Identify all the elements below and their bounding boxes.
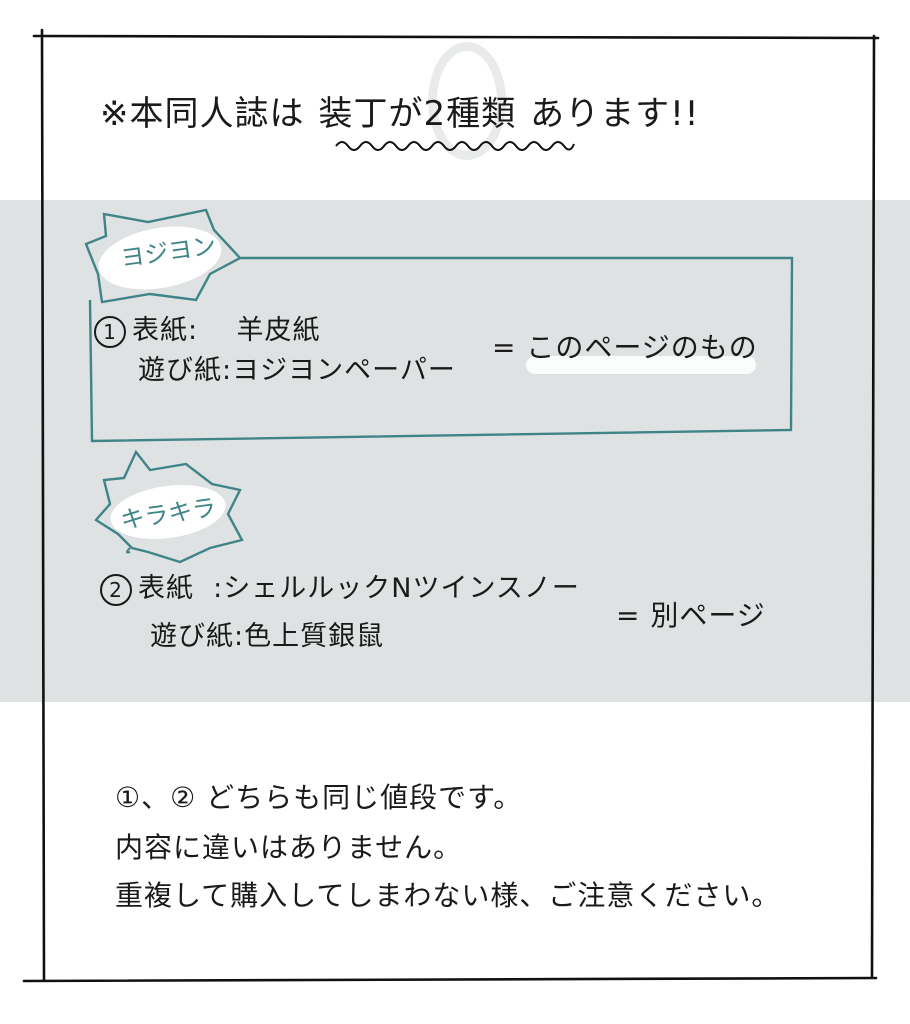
title-emphasis: 装丁が2種類: [318, 94, 517, 134]
note-same-content: 内容に違いはありません。: [115, 831, 463, 864]
variant2-endpaper: 遊び紙:色上質銀鼠: [150, 614, 384, 653]
variant1-endpaper: 遊び紙:ヨジヨンペーパー: [138, 348, 456, 387]
number-circle-2: 2: [100, 573, 132, 606]
note-avoid-duplicate: 重複して購入してしまわない様、ご注意ください。: [115, 879, 781, 912]
endpaper-label: 遊び紙:: [150, 621, 245, 652]
page-title: ※本同人誌は装丁が2種類あります!!: [100, 86, 699, 135]
variant1-result: = このページのもの: [492, 331, 758, 364]
cover-value: :シェルルックNツインスノー: [213, 573, 580, 604]
marker-highlight: [526, 356, 756, 374]
number-circle-1: 1: [94, 315, 126, 348]
endpaper-value: 色上質銀鼠: [244, 621, 385, 652]
endpaper-label: 遊び紙:: [138, 355, 233, 386]
cover-value: 羊皮紙: [236, 315, 321, 346]
cover-label: 表紙: [138, 573, 194, 604]
variant2-result: = 別ページ: [616, 599, 766, 632]
note-same-price: ①、② どちらも同じ値段です。: [115, 781, 523, 814]
highlight-band: [0, 200, 910, 702]
title-prefix: ※本同人誌は: [100, 94, 305, 134]
endpaper-value: ヨジヨンペーパー: [232, 355, 456, 386]
title-suffix: あります!!: [530, 94, 700, 134]
cover-label: 表紙:: [132, 315, 199, 346]
